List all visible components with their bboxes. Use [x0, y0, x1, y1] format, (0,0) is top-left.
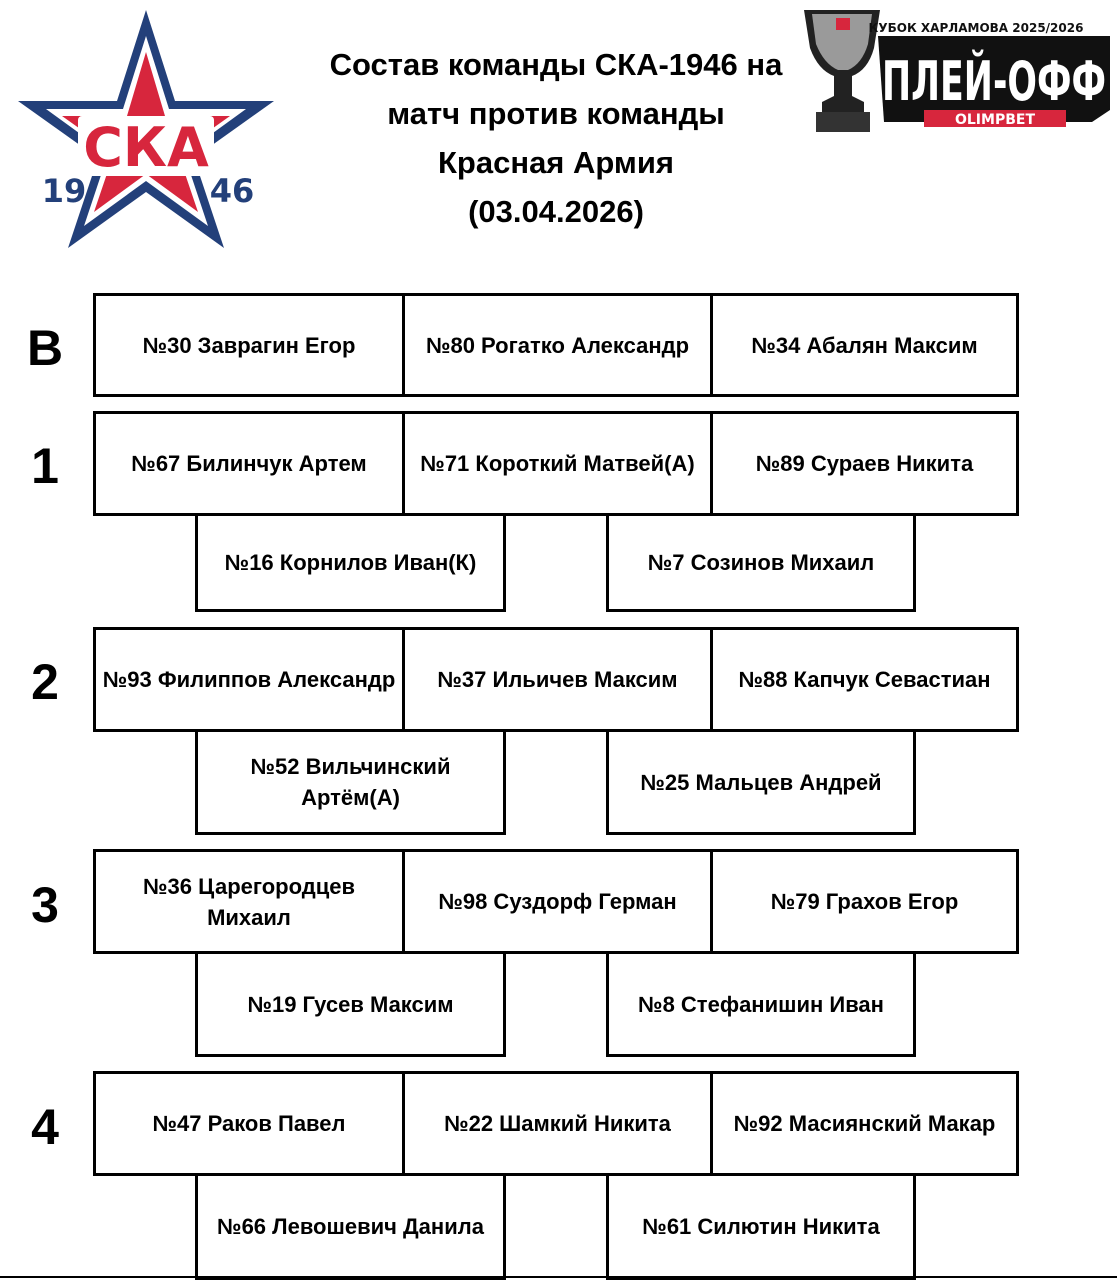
playoff-logo: КУБОК ХАРЛАМОВА 2025/2026 ПЛЕЙ-ОФФ OLIMP… — [800, 4, 1117, 136]
player-cell: №37 Ильичев Максим — [402, 627, 713, 732]
playoff-sponsor: OLIMPBET — [955, 112, 1035, 128]
page-title: Состав команды СКА-1946 на матч против к… — [300, 40, 812, 236]
line-label-4: 4 — [31, 1099, 59, 1155]
player-cell: №19 Гусев Максим — [195, 951, 506, 1057]
title-line-3: Красная Армия — [438, 145, 674, 180]
ska-logo-text: СКА — [83, 116, 209, 179]
player-cell: №92 Масиянский Макар — [710, 1071, 1019, 1176]
player-cell: №61 Силютин Никита — [606, 1173, 916, 1280]
player-cell: №93 Филиппов Александр — [93, 627, 405, 732]
ska-1946-logo: СКА 19 46 — [14, 6, 278, 252]
player-cell: №47 Раков Павел — [93, 1071, 405, 1176]
bottom-rule — [0, 1276, 1117, 1278]
line-label-3: 3 — [31, 877, 59, 933]
player-cell: №52 Вильчинский Артём(А) — [195, 729, 506, 835]
title-line-1: Состав команды СКА-1946 на — [329, 47, 783, 82]
title-line-4: (03.04.2026) — [468, 194, 644, 229]
title-line-2: матч против команды — [387, 96, 725, 131]
player-cell: №16 Корнилов Иван(К) — [195, 513, 506, 612]
player-cell: №30 Заврагин Егор — [93, 293, 405, 397]
ska-logo-year-right: 46 — [210, 172, 255, 210]
playoff-main-text: ПЛЕЙ-ОФФ — [882, 50, 1106, 113]
line-label-1: 1 — [31, 438, 59, 494]
player-cell: №25 Мальцев Андрей — [606, 729, 916, 835]
ska-logo-year-left: 19 — [42, 172, 87, 210]
cup-icon — [804, 10, 880, 132]
player-cell: №67 Билинчук Артем — [93, 411, 405, 516]
player-cell: №71 Короткий Матвей(А) — [402, 411, 713, 516]
player-cell: №79 Грахов Егор — [710, 849, 1019, 954]
player-cell: №36 Царегородцев Михаил — [93, 849, 405, 954]
player-cell: №98 Суздорф Герман — [402, 849, 713, 954]
player-cell: №88 Капчук Севастиан — [710, 627, 1019, 732]
player-cell: №34 Абалян Максим — [710, 293, 1019, 397]
player-cell: №8 Стефанишин Иван — [606, 951, 916, 1057]
line-label-goalies: В — [26, 320, 64, 376]
playoff-cup-name: КУБОК ХАРЛАМОВА 2025/2026 — [869, 21, 1084, 35]
player-cell: №22 Шамкий Никита — [402, 1071, 713, 1176]
player-cell: №7 Созинов Михаил — [606, 513, 916, 612]
player-cell: №80 Рогатко Александр — [402, 293, 713, 397]
line-label-2: 2 — [31, 654, 59, 710]
player-cell: №89 Сураев Никита — [710, 411, 1019, 516]
player-cell: №66 Левошевич Данила — [195, 1173, 506, 1280]
